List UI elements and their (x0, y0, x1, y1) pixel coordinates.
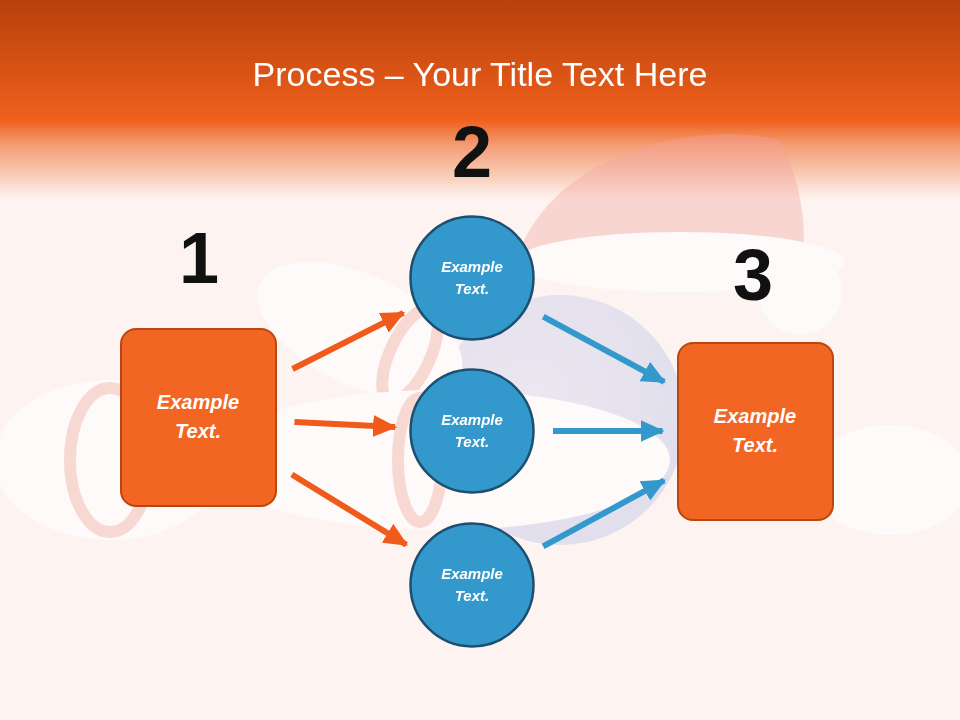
process-box: Example Text. (677, 342, 834, 521)
circle-outline (409, 368, 535, 494)
circle-outline (409, 522, 535, 648)
circle-shape (411, 217, 534, 340)
node-text: Example Text. (143, 388, 253, 446)
flow-arrow (293, 313, 404, 369)
circle-shape (411, 524, 534, 647)
bowling-illustration (0, 134, 960, 545)
callout-number: 2 (452, 116, 492, 188)
process-circle: Example Text. (409, 368, 535, 494)
circle-outline (409, 215, 535, 341)
flow-arrow (543, 317, 664, 382)
callout-number: 1 (179, 222, 219, 294)
slide-title: Process – Your Title Text Here (0, 52, 960, 96)
node-text: Example Text. (700, 402, 810, 460)
circle-shape (411, 370, 534, 493)
node-text: Example Text. (430, 409, 514, 453)
node-text: Example Text. (430, 256, 514, 300)
callout-number: 3 (733, 239, 773, 311)
flow-arrow (553, 428, 663, 434)
process-circle: Example Text. (409, 215, 535, 341)
node-text: Example Text. (430, 563, 514, 607)
flow-arrow (543, 480, 664, 546)
flow-arrow (292, 475, 407, 545)
process-circle: Example Text. (409, 522, 535, 648)
header-band (0, 0, 960, 200)
process-box: Example Text. (120, 328, 277, 507)
flow-arrow (294, 422, 395, 427)
